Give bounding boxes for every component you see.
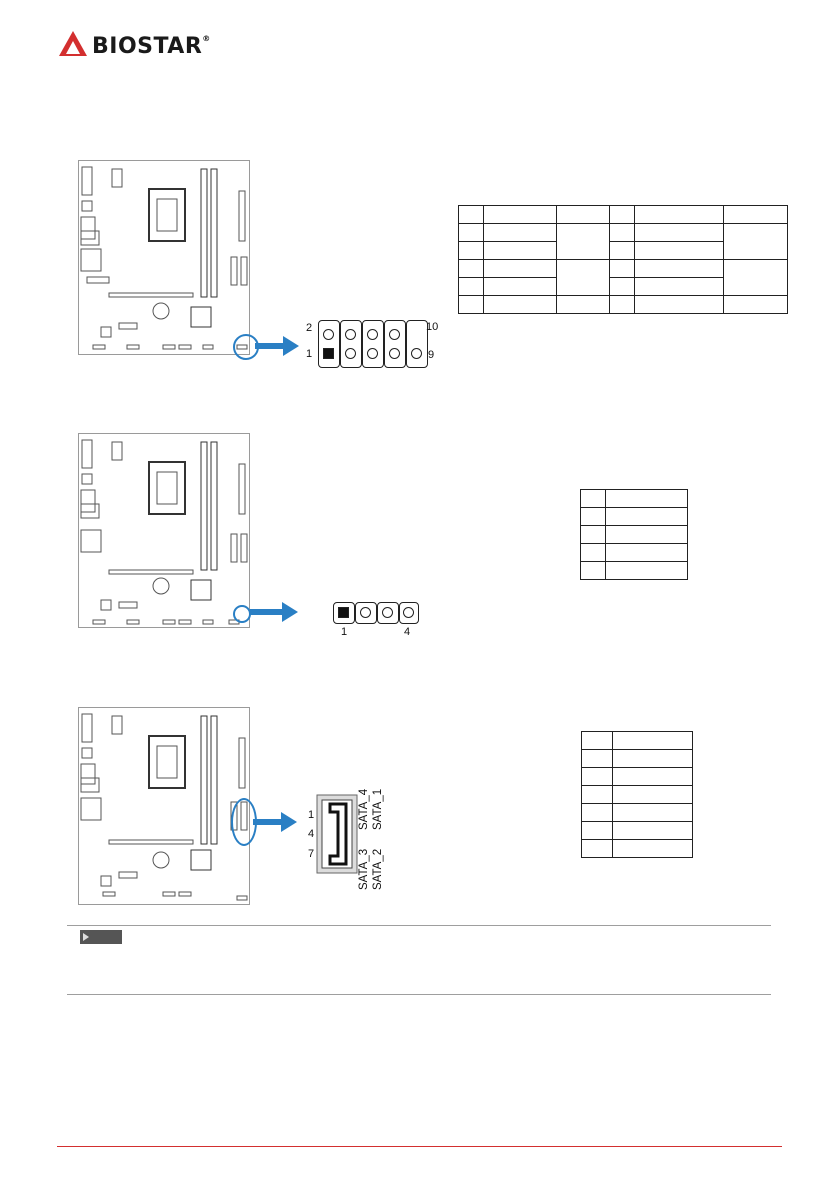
arrow-icon [255, 336, 299, 356]
motherboard-diagram-3 [78, 707, 250, 905]
sata1-label: SATA_1 [372, 788, 384, 830]
sata-top-labels: SATA_4 SATA_1 [354, 774, 394, 834]
pin-label-2: 2 [306, 322, 313, 334]
pin-table-2 [580, 489, 688, 580]
brand-name: BIOSTAR® [92, 34, 211, 59]
motherboard-diagram-2 [78, 433, 250, 628]
motherboard-layout-3 [80, 713, 248, 901]
highlight-circle-2 [233, 605, 251, 623]
pin-label-1: 1 [341, 626, 348, 638]
note-tag [80, 930, 122, 944]
pin-header-10pin [318, 320, 428, 368]
motherboard-diagram-1 [78, 160, 250, 355]
sata4-label: SATA_4 [358, 788, 370, 830]
biostar-logo-icon [59, 31, 87, 56]
pin-header-4pin [333, 602, 419, 624]
pin-label-1: 1 [306, 348, 313, 360]
arrow-icon [250, 602, 298, 622]
sata-connector-icon [316, 794, 358, 874]
pin-label-1: 1 [308, 809, 315, 821]
triangle-icon [83, 933, 89, 941]
pin-label-10: 10 [426, 321, 439, 333]
footer-rule [57, 1146, 782, 1147]
pin-table-3 [581, 731, 693, 858]
pin-label-4: 4 [404, 626, 411, 638]
pin-table-1 [458, 205, 788, 314]
pin-label-9: 9 [428, 349, 435, 361]
note-top-rule [67, 925, 771, 926]
motherboard-layout-1 [80, 166, 248, 350]
pin-label-7: 7 [308, 848, 315, 860]
pin-label-4: 4 [308, 828, 315, 840]
biostar-logo: BIOSTAR® [58, 28, 210, 68]
sata-bottom-labels: SATA_3 SATA_2 [354, 840, 394, 896]
note-bottom-rule [67, 994, 771, 995]
sata3-label: SATA_3 [358, 848, 370, 890]
sata2-label: SATA_2 [372, 848, 384, 890]
motherboard-layout-2 [80, 439, 248, 625]
arrow-icon [253, 812, 297, 832]
